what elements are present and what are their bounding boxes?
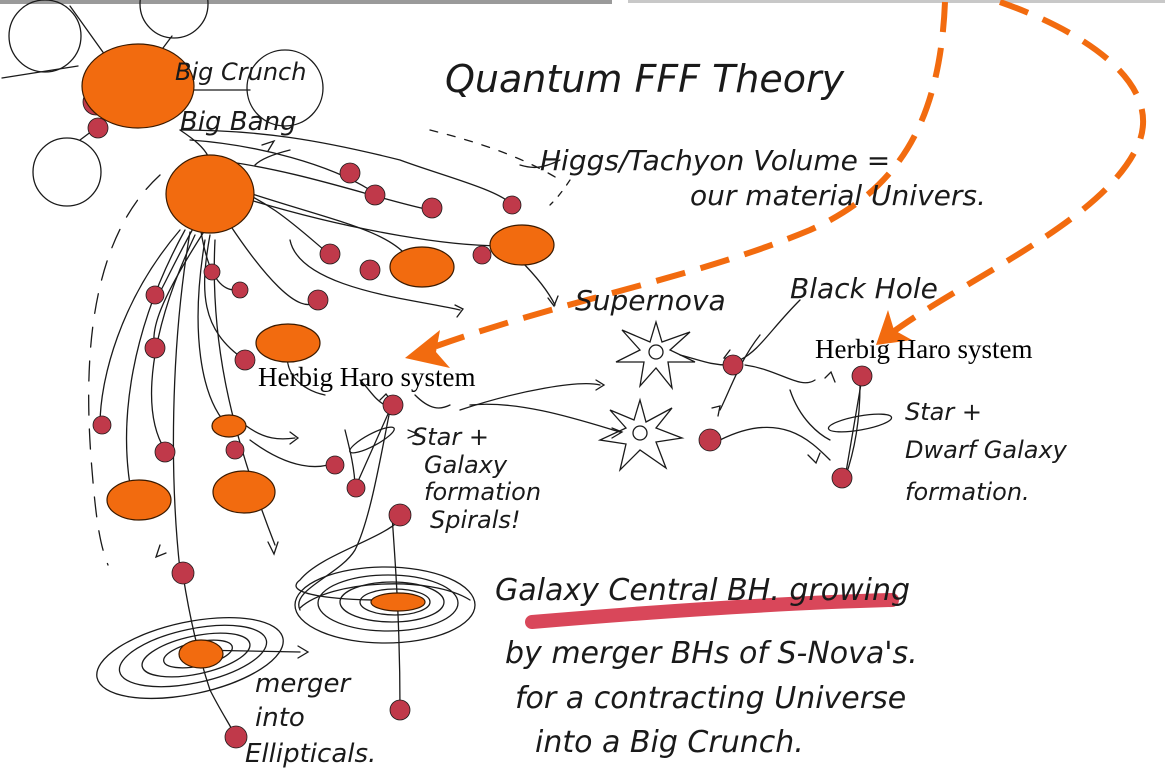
big-crunch-label: Big Crunch	[175, 58, 306, 86]
red-dot	[171, 561, 195, 585]
scan-edge-right	[628, 0, 1165, 3]
orange-blob	[255, 323, 321, 363]
jet-disks	[349, 377, 893, 489]
red-dot	[231, 281, 249, 299]
red-dot	[472, 245, 492, 265]
red-dot	[851, 365, 873, 387]
orange-blob	[106, 479, 172, 521]
red-dot	[154, 441, 176, 463]
supernova-star-2	[597, 397, 685, 473]
red-dot	[382, 394, 404, 416]
red-dot	[421, 197, 443, 219]
big-bang-label: Big Bang	[180, 107, 297, 137]
herbig-haro-label-left: Herbig Haro system	[258, 362, 475, 392]
bubble-circle	[32, 137, 102, 207]
red-dots	[82, 88, 873, 749]
star-galaxy-label-1: Star +	[412, 423, 489, 451]
orange-blobs	[81, 43, 555, 669]
orange-blob	[211, 414, 247, 438]
bubble-circle	[246, 49, 324, 127]
black-hole-label: Black Hole	[790, 272, 938, 305]
dashed-orange-arrows	[418, 0, 1147, 355]
orange-blob	[165, 154, 255, 234]
arrowheads-orange	[405, 310, 912, 368]
red-dot	[307, 289, 329, 311]
star-galaxy-label-3: formation	[424, 478, 541, 506]
red-dot	[502, 195, 522, 215]
star-dwarf-label-3: formation.	[905, 478, 1030, 506]
red-dot	[339, 162, 361, 184]
supernova-star-1	[615, 319, 696, 391]
title-text: Quantum FFF Theory	[445, 57, 845, 101]
bubble-circle	[8, 0, 82, 73]
orange-blob	[389, 246, 455, 288]
merger-label-1: merger	[255, 669, 353, 699]
scan-edge-left	[0, 0, 612, 4]
red-dot	[145, 285, 165, 305]
red-dot	[92, 415, 112, 435]
bubble-circle	[139, 0, 209, 39]
merger-label-2: into	[255, 703, 305, 733]
central-bh-label-2: by merger BHs of S-Nova's.	[505, 636, 918, 671]
red-dot	[389, 699, 411, 721]
orange-blob	[212, 470, 276, 514]
star-dwarf-label-1: Star +	[905, 398, 982, 426]
arrowheads	[154, 139, 836, 659]
central-bh-label-4: into a Big Crunch.	[535, 725, 804, 760]
red-dot	[203, 263, 221, 281]
red-dot	[234, 349, 256, 371]
higgs-label-1: Higgs/Tachyon Volume =	[540, 144, 890, 177]
star-dwarf-label-2: Dwarf Galaxy	[905, 436, 1068, 464]
orange-blob	[178, 639, 224, 669]
red-dot	[325, 455, 345, 475]
orange-blob	[81, 43, 195, 129]
red-dot	[364, 184, 386, 206]
red-dot	[698, 428, 722, 452]
handwritten-labels: Quantum FFF Theory Big Crunch Big Bang H…	[175, 57, 1068, 769]
red-dot	[359, 259, 381, 281]
merger-label-3: Ellipticals.	[245, 739, 376, 769]
red-dot	[225, 440, 245, 460]
central-bh-label-1: Galaxy Central BH. growing	[495, 573, 910, 608]
red-dot	[722, 354, 744, 376]
herbig-haro-label-right: Herbig Haro system	[815, 334, 1032, 364]
central-bh-label-3: for a contracting Universe	[515, 681, 906, 716]
star-galaxy-label-2: Galaxy	[424, 451, 508, 479]
supernova-label: Supernova	[575, 284, 726, 317]
central-bh-underline	[525, 593, 899, 629]
galaxy-spiral-center	[294, 566, 476, 644]
red-dot	[144, 337, 166, 359]
red-dot	[319, 243, 341, 265]
red-dot	[346, 478, 366, 498]
red-dot	[224, 725, 248, 749]
orange-blob	[370, 592, 426, 612]
dashed-arrow-left	[418, 1, 948, 355]
red-dot	[831, 467, 853, 489]
red-dot	[388, 503, 412, 527]
red-dot	[87, 117, 109, 139]
star-galaxy-label-4: Spirals!	[430, 506, 521, 534]
orange-blob	[489, 224, 555, 266]
higgs-label-2: our material Univers.	[690, 179, 986, 212]
